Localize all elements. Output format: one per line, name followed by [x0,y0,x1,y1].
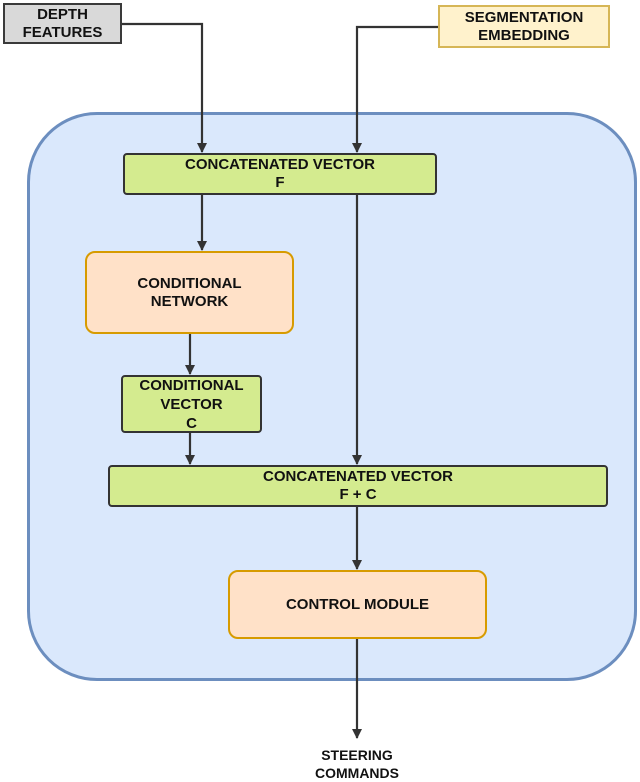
steering-commands-label-2: COMMANDS [315,765,399,781]
conditional-vector-label-2: VECTOR [160,395,223,413]
conditional-vector-box: CONDITIONAL VECTOR C [121,375,262,433]
conditional-network-label-2: NETWORK [150,292,229,310]
control-module-box: CONTROL MODULE [228,570,487,639]
control-module-label: CONTROL MODULE [285,595,430,613]
depth-features-label-2: FEATURES [22,23,103,41]
concatenated-vector-fc-box: CONCATENATED VECTOR F + C [108,465,608,507]
conditional-vector-label-1: CONDITIONAL [139,376,244,394]
steering-commands-label-1: STEERING [321,747,393,763]
depth-features-box: DEPTH FEATURES [3,3,122,44]
concatenated-vector-fc-label-2: F + C [339,486,377,503]
arrow-segmentation-to-concat-f [352,25,438,153]
concatenated-vector-fc-label-1: CONCATENATED VECTOR [262,468,453,485]
segmentation-embedding-label-2: EMBEDDING [478,26,570,44]
depth-features-label-1: DEPTH [37,5,88,23]
conditional-network-box: CONDITIONAL NETWORK [85,251,294,334]
concatenated-vector-f-box: CONCATENATED VECTOR F [123,153,437,195]
arrow-depth-to-concat-f [122,22,207,153]
conditional-network-label-1: CONDITIONAL [137,274,242,292]
steering-commands-label: STEERING COMMANDS [262,746,452,782]
segmentation-embedding-label-1: SEGMENTATION [464,8,584,26]
conditional-vector-label-3: C [186,414,197,432]
concatenated-vector-f-label-2: F [275,174,285,191]
segmentation-embedding-box: SEGMENTATION EMBEDDING [438,5,610,48]
concatenated-vector-f-label-1: CONCATENATED VECTOR [184,156,375,173]
